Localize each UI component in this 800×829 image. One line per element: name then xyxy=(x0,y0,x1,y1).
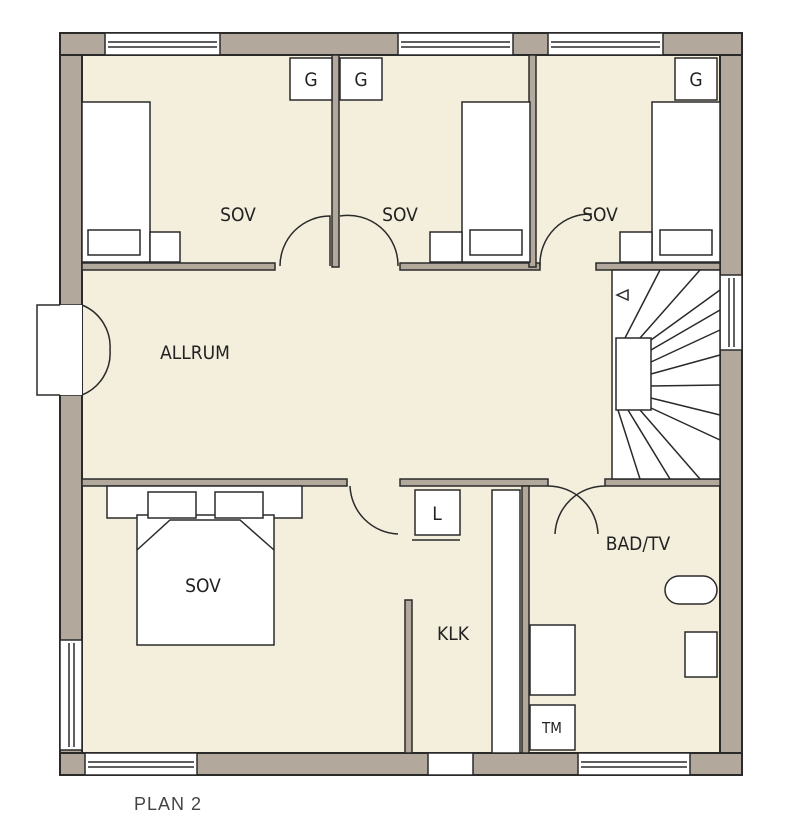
linen-label: L xyxy=(432,503,442,525)
dryer-label: TM xyxy=(541,719,562,737)
room-label-bad-tv: BAD/TV xyxy=(606,533,671,555)
wardrobe xyxy=(289,57,333,101)
room-label-sov-3: SOV xyxy=(582,204,618,226)
sink-cabinet xyxy=(529,624,576,696)
wardrobe xyxy=(674,57,718,101)
toilet xyxy=(664,575,718,605)
wardrobe-label: G xyxy=(354,69,367,91)
plan-caption: PLAN 2 xyxy=(134,794,202,814)
room-label-klk: KLK xyxy=(437,623,470,645)
room-label-sov-1: SOV xyxy=(220,204,256,226)
entrance-door[interactable] xyxy=(36,304,111,396)
windows xyxy=(59,32,743,776)
interior-walls xyxy=(81,54,721,754)
door-swings xyxy=(279,213,606,541)
wardrobe-label: G xyxy=(689,69,702,91)
wardrobe-label: G xyxy=(304,69,317,91)
room-label-sov-master: SOV xyxy=(185,575,221,597)
dryer xyxy=(529,704,576,751)
shelf xyxy=(491,489,521,754)
room-label-sov-2: SOV xyxy=(382,204,418,226)
beds xyxy=(81,101,721,646)
wardrobe xyxy=(339,57,383,101)
washbasin xyxy=(684,631,718,678)
staircase xyxy=(611,269,721,480)
room-label-allrum: ALLRUM xyxy=(160,342,230,364)
linen-cabinet xyxy=(414,489,461,536)
